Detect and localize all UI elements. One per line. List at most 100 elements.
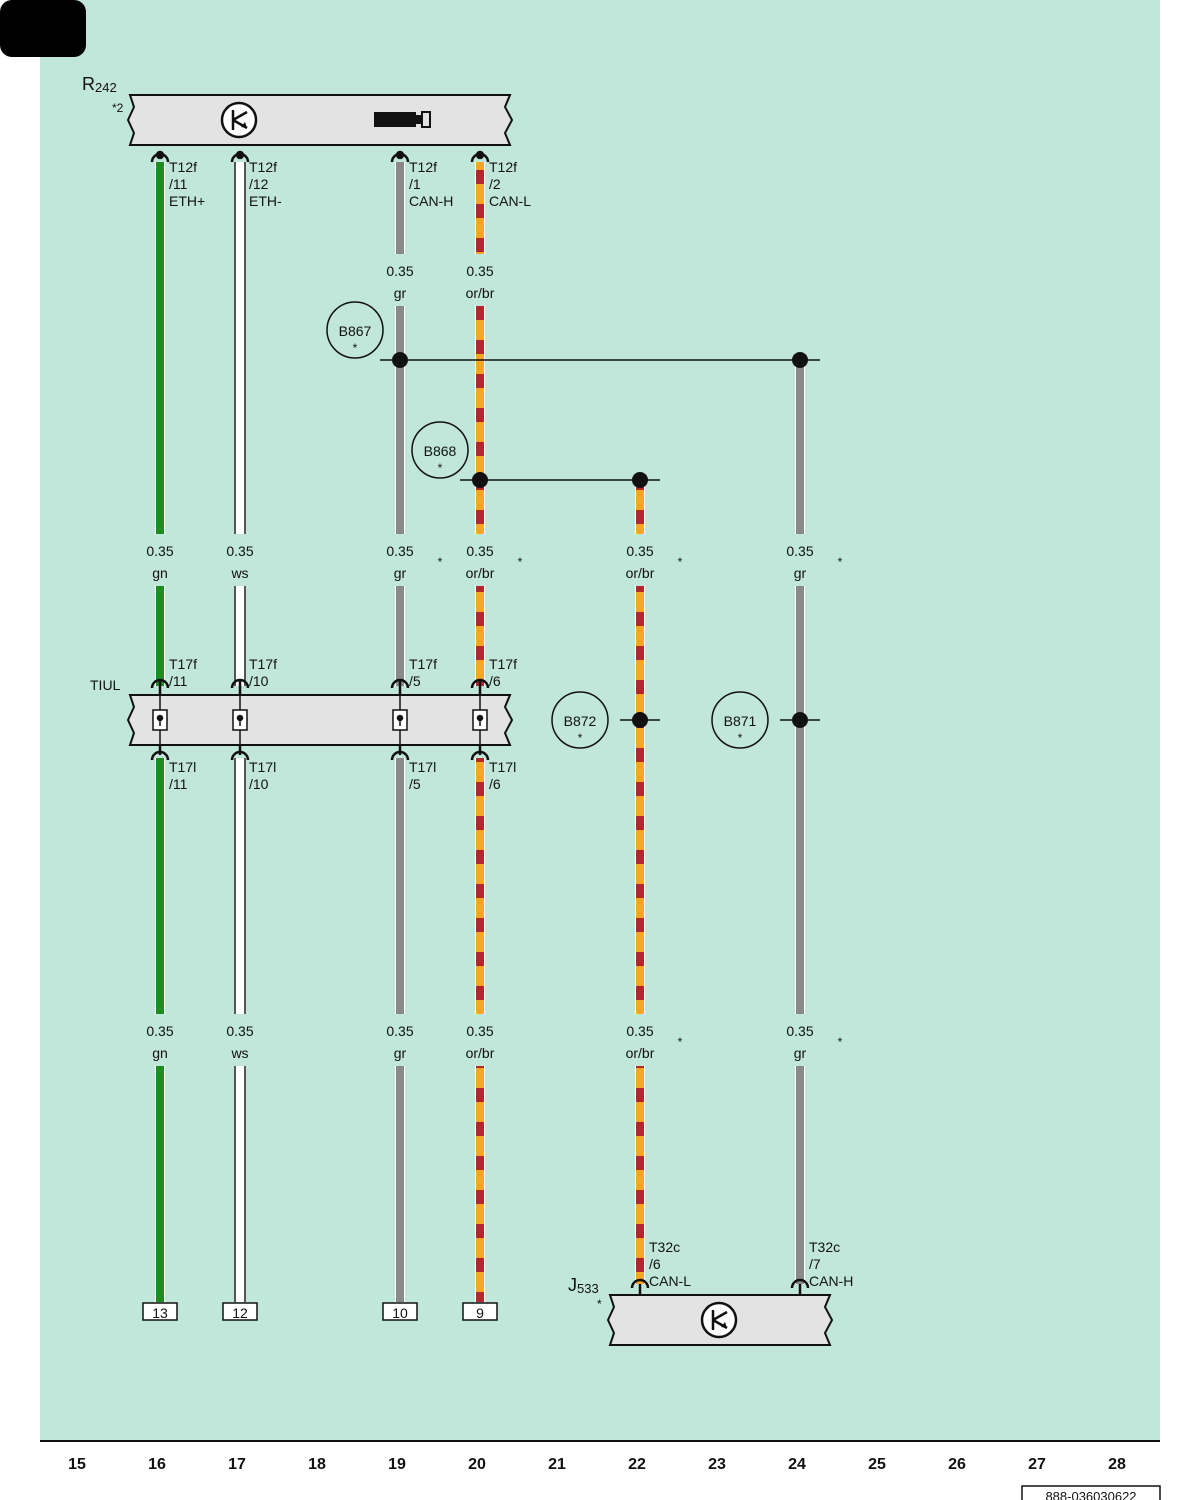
- component-tiul[interactable]: TIUL: [90, 677, 514, 746]
- wire-color: gn: [152, 1045, 168, 1061]
- component-j533[interactable]: J533 *: [568, 1275, 834, 1346]
- pin-label: ETH+: [169, 193, 205, 209]
- wire-note: *: [838, 1035, 843, 1049]
- wire-color: gr: [394, 1045, 407, 1061]
- wire-size: 0.35: [146, 543, 173, 559]
- pin-labels-r242: T12f /11 ETH+ T12f /12 ETH- T12f /1 CAN-…: [169, 159, 531, 209]
- reference-9: 9: [476, 1305, 484, 1321]
- wire-color: gr: [794, 1045, 807, 1061]
- reference-10: 10: [392, 1305, 408, 1321]
- pin-labels-j533: T32c /6 CAN-L T32c /7 CAN-H: [649, 1239, 853, 1289]
- wire-labels-row2: 0.35 gn 0.35 ws 0.35 gr * 0.35 or/br * 0…: [146, 543, 842, 581]
- tiul-label: TIUL: [90, 677, 121, 693]
- pin-label: /10: [249, 776, 269, 792]
- wire-note: *: [838, 555, 843, 569]
- wire-ws-col17[interactable]: [234, 162, 246, 1302]
- ecu-icon: [220, 101, 258, 139]
- pin-label: T17f: [249, 656, 277, 672]
- wire-size: 0.35: [386, 1023, 413, 1039]
- splice-b868-note: *: [438, 461, 443, 475]
- wire-orbr-col22[interactable]: [635, 486, 645, 1284]
- pin-labels-tiul-top: T17f /11 T17f /10 T17f /5 T17f /6: [169, 656, 517, 689]
- wire-size: 0.35: [386, 263, 413, 279]
- wire-size: 0.35: [386, 543, 413, 559]
- pin-symbols-j533: [630, 1278, 810, 1295]
- wire-note: *: [518, 555, 523, 569]
- wire-size: 0.35: [466, 543, 493, 559]
- component-r242[interactable]: R242 *2: [82, 74, 514, 146]
- column-number: 15: [68, 1456, 86, 1473]
- wire-note: *: [678, 555, 683, 569]
- column-number: 20: [468, 1456, 486, 1473]
- pin-label: CAN-H: [409, 193, 453, 209]
- pin-label: CAN-L: [649, 1273, 691, 1289]
- splice-b867[interactable]: B867 *: [326, 301, 820, 368]
- pin-label: /7: [809, 1256, 821, 1272]
- wire-gr-col24[interactable]: [795, 366, 805, 1284]
- pin-label: T17f: [489, 656, 517, 672]
- splice-b872-id: B872: [564, 713, 597, 729]
- tiul-contacts: [152, 695, 488, 745]
- wire-color: gr: [394, 285, 407, 301]
- pin-label: /6: [489, 776, 501, 792]
- column-number: 25: [868, 1456, 886, 1473]
- r242-label: R242: [82, 74, 117, 95]
- wire-color: or/br: [466, 1045, 495, 1061]
- pin-symbols-r242: [150, 150, 490, 163]
- wire-size: 0.35: [466, 263, 493, 279]
- column-number: 18: [308, 1456, 326, 1473]
- pin-label: /11: [169, 673, 188, 689]
- doc-code: 888-036030622: [1045, 1489, 1136, 1500]
- page-tab: [0, 0, 86, 57]
- pin-label: T17l: [489, 759, 516, 775]
- wire-color: gn: [152, 565, 168, 581]
- j533-note: *: [597, 1297, 602, 1311]
- column-number: 22: [628, 1456, 646, 1473]
- splice-b871-note: *: [738, 731, 743, 745]
- column-number: 17: [228, 1456, 246, 1473]
- wire-gr-col19[interactable]: [395, 162, 405, 1302]
- column-number: 16: [148, 1456, 166, 1473]
- j533-label: J533: [568, 1275, 599, 1296]
- wire-size: 0.35: [146, 1023, 173, 1039]
- ecu-icon: [700, 1301, 738, 1339]
- wire-color: or/br: [626, 565, 655, 581]
- pin-label: T17l: [409, 759, 436, 775]
- pin-label: T12f: [409, 159, 437, 175]
- pin-label: /2: [489, 176, 501, 192]
- pin-label: T17f: [169, 656, 197, 672]
- pin-label: /6: [489, 673, 501, 689]
- reference-12: 12: [232, 1305, 248, 1321]
- wire-color: gr: [794, 565, 807, 581]
- wire-note: *: [678, 1035, 683, 1049]
- wire-labels-row1: 0.35 gr 0.35 or/br: [386, 263, 494, 301]
- column-number: 26: [948, 1456, 966, 1473]
- splice-b872-note: *: [578, 731, 583, 745]
- splice-b871[interactable]: B871 *: [711, 691, 820, 749]
- pin-label: /11: [169, 176, 188, 192]
- wire-orbr-col20[interactable]: [475, 162, 485, 1302]
- pin-label: T32c: [649, 1239, 680, 1255]
- wire-gn-col16[interactable]: [155, 162, 165, 1302]
- wire-color: or/br: [466, 285, 495, 301]
- pin-label: T12f: [169, 159, 197, 175]
- wire-color: or/br: [626, 1045, 655, 1061]
- wire-size: 0.35: [786, 1023, 813, 1039]
- pin-symbols-tiul-bottom: [150, 745, 490, 761]
- wire-note: *: [438, 555, 443, 569]
- pin-labels-tiul-bottom: T17l /11 T17l /10 T17l /5 T17l /6: [169, 759, 516, 792]
- column-number: 19: [388, 1456, 406, 1473]
- column-number: 27: [1028, 1456, 1046, 1473]
- splice-b872[interactable]: B872 *: [551, 691, 660, 749]
- pin-label: T17l: [249, 759, 276, 775]
- reference-boxes[interactable]: 13 12 10 9: [142, 1302, 498, 1321]
- wire-labels-row3: 0.35 gn 0.35 ws 0.35 gr 0.35 or/br 0.35 …: [146, 1023, 842, 1061]
- wire-size: 0.35: [626, 543, 653, 559]
- pin-label: /6: [649, 1256, 661, 1272]
- wire-size: 0.35: [226, 1023, 253, 1039]
- wire-color: ws: [230, 565, 248, 581]
- splice-b867-note: *: [353, 341, 358, 355]
- splice-b868[interactable]: B868 *: [411, 421, 660, 488]
- splice-b867-id: B867: [339, 323, 372, 339]
